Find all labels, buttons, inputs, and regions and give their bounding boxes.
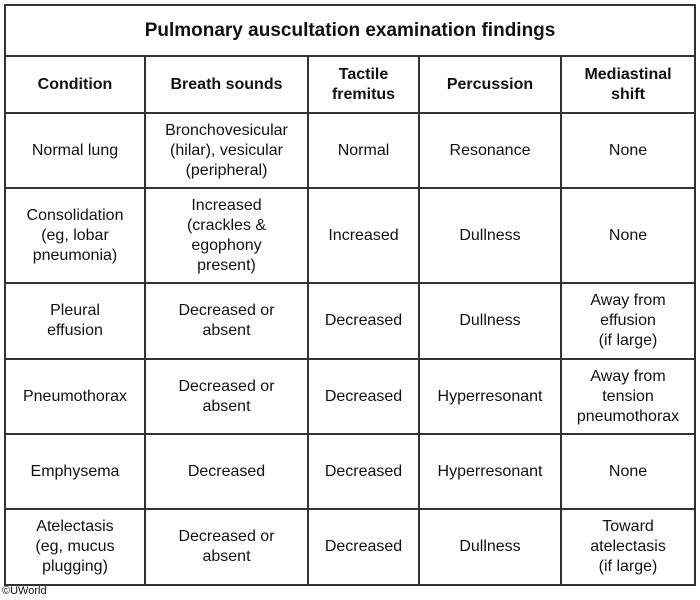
cell-condition: Atelectasis (eg, mucus plugging) [4,508,146,586]
cell-percussion: Hyperresonant [418,358,562,435]
cell-tactile-fremitus: Decreased [307,358,420,435]
cell-mediastinal-shift: Away from tension pneumothorax [559,358,697,435]
table-row: Atelectasis (eg, mucus plugging) Decreas… [4,508,697,586]
cell-tactile-fremitus: Decreased [307,282,420,360]
header-percussion: Percussion [418,55,562,114]
cell-breath-sounds: Decreased or absent [144,282,309,360]
table-row: Emphysema Decreased Decreased Hyperreson… [4,433,697,510]
findings-table: Pulmonary auscultation examination findi… [3,4,697,586]
cell-condition: Pleural effusion [4,282,146,360]
table-title: Pulmonary auscultation examination findi… [3,4,697,57]
table-row: Normal lung Bronchovesicular (hilar), ve… [4,112,697,189]
header-condition: Condition [4,55,146,114]
cell-tactile-fremitus: Decreased [307,433,420,510]
cell-breath-sounds: Bronchovesicular (hilar), vesicular (per… [144,112,309,189]
cell-condition: Consolidation (eg, lobar pneumonia) [4,187,146,284]
cell-breath-sounds: Decreased or absent [144,508,309,586]
cell-mediastinal-shift: None [559,112,697,189]
header-tactile-fremitus: Tactile fremitus [307,55,420,114]
table-row: Pneumothorax Decreased or absent Decreas… [4,358,697,435]
cell-mediastinal-shift: None [559,187,697,284]
cell-percussion: Resonance [418,112,562,189]
findings-table-container: Pulmonary auscultation examination findi… [3,4,697,586]
cell-tactile-fremitus: Increased [307,187,420,284]
cell-condition: Emphysema [4,433,146,510]
table-row: Consolidation (eg, lobar pneumonia) Incr… [4,187,697,284]
cell-mediastinal-shift: Away from effusion (if large) [559,282,697,360]
header-mediastinal-shift: Mediastinal shift [559,55,697,114]
cell-breath-sounds: Decreased [144,433,309,510]
cell-mediastinal-shift: None [559,433,697,510]
header-row: Condition Breath sounds Tactile fremitus… [4,55,697,114]
cell-condition: Pneumothorax [4,358,146,435]
cell-condition: Normal lung [4,112,146,189]
cell-breath-sounds: Decreased or absent [144,358,309,435]
cell-breath-sounds: Increased (crackles & egophony present) [144,187,309,284]
cell-tactile-fremitus: Decreased [307,508,420,586]
cell-percussion: Dullness [418,187,562,284]
table-row: Pleural effusion Decreased or absent Dec… [4,282,697,360]
cell-percussion: Hyperresonant [418,433,562,510]
cell-percussion: Dullness [418,508,562,586]
header-breath-sounds: Breath sounds [144,55,309,114]
cell-tactile-fremitus: Normal [307,112,420,189]
copyright-notice: ©UWorld [2,585,47,597]
cell-percussion: Dullness [418,282,562,360]
cell-mediastinal-shift: Toward atelectasis (if large) [559,508,697,586]
